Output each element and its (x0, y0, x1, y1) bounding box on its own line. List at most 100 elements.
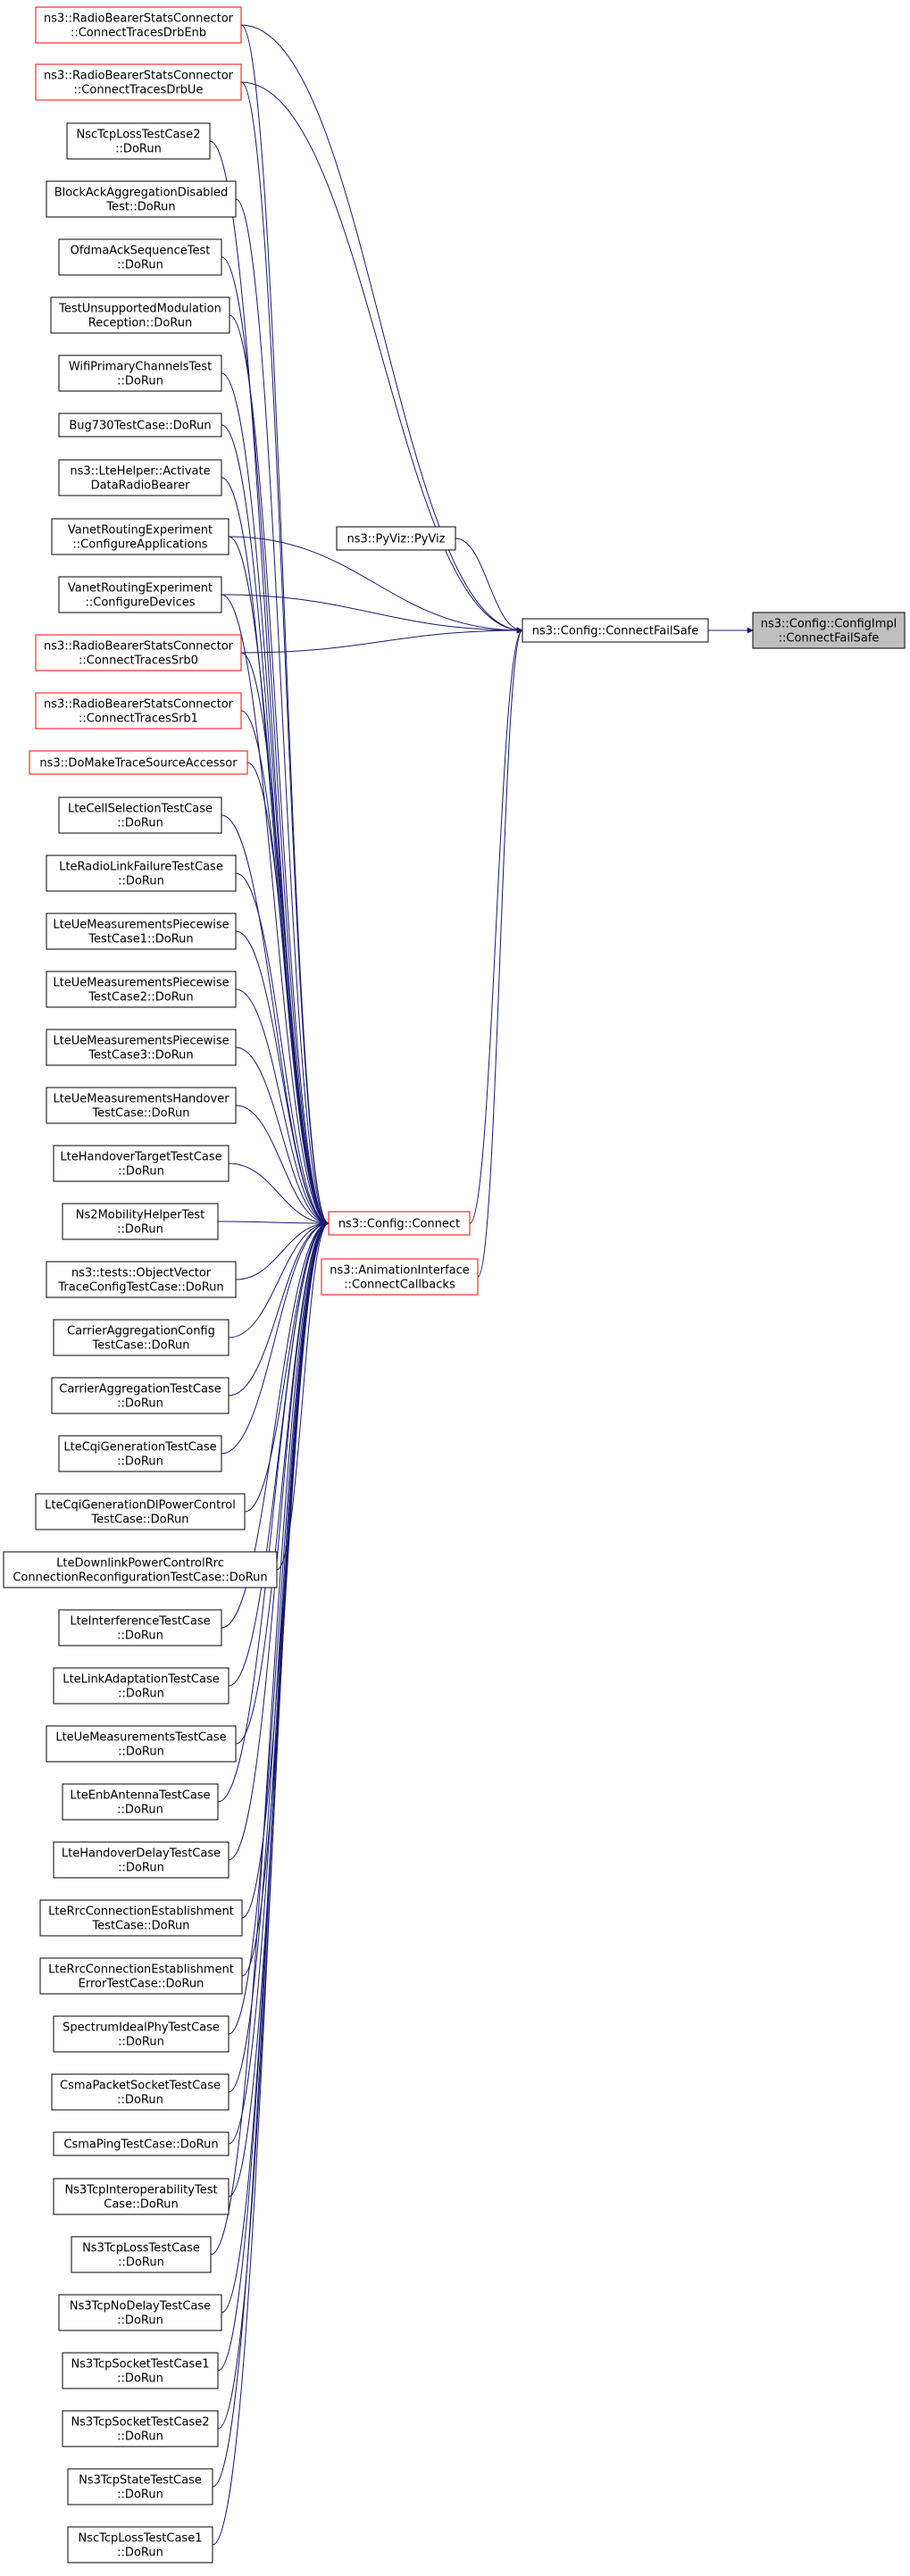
node-box (62, 2352, 219, 2389)
node-lte-cqi-dl[interactable]: LteCqiGenerationDlPowerControlTestCase::… (35, 1493, 246, 1530)
node-label: Ns3TcpInteroperabilityTest (64, 2184, 217, 2197)
node-object-vector[interactable]: ns3::tests::ObjectVectorTraceConfigTestC… (46, 1261, 237, 1298)
edge-lte_ho_delay-to-config_connect (228, 1220, 330, 1861)
node-lte-interference[interactable]: LteInterferenceTestCase::DoRun (58, 1609, 222, 1646)
node-config-connect[interactable]: ns3::Config::Connect (328, 1211, 471, 1236)
edge-lte_ue_meas-to-config_connect (235, 1220, 330, 1745)
node-csma-packet-socket[interactable]: CsmaPacketSocketTestCase::DoRun (51, 2073, 230, 2111)
node-target[interactable]: ns3::Config::ConfigImpl::ConnectFailSafe (752, 612, 906, 649)
node-label: TestCase::DoRun (91, 1107, 189, 1121)
node-ns3tcp-loss[interactable]: Ns3TcpLossTestCase::DoRun (71, 2236, 212, 2273)
node-vanet-devices[interactable]: VanetRoutingExperiment::ConfigureDevices (58, 576, 222, 613)
node-ns3tcp-state[interactable]: Ns3TcpStateTestCase::DoRun (67, 2468, 213, 2505)
node-ns2-mobility[interactable]: Ns2MobilityHelperTest::DoRun (62, 1203, 219, 1240)
node-box (51, 1377, 230, 1414)
node-ofdma-ack[interactable]: OfdmaAckSequenceTest::DoRun (58, 238, 222, 276)
node-box (67, 2526, 213, 2563)
node-label: LteCqiGenerationDlPowerControl (45, 1499, 236, 1513)
node-label: LteInterferenceTestCase (70, 1615, 210, 1629)
node-box (62, 2410, 219, 2447)
node-label: OfdmaAckSequenceTest (71, 245, 211, 258)
node-vanet-apps[interactable]: VanetRoutingExperiment::ConfigureApplica… (51, 518, 230, 555)
node-label: LteUeMeasurementsHandover (53, 1093, 230, 1106)
node-animation-interface[interactable]: ns3::AnimationInterface::ConnectCallback… (321, 1258, 479, 1296)
node-connect-fail-safe[interactable]: ns3::Config::ConnectFailSafe (522, 618, 709, 643)
node-lte-ue-meas-pw3[interactable]: LteUeMeasurementsPiecewiseTestCase3::DoR… (46, 1029, 237, 1066)
edge-lte_ue_meas_pw2-to-config_connect (235, 988, 330, 1227)
node-label: ns3::LteHelper::Activate (70, 465, 210, 479)
node-label: LteEnbAntennaTestCase (70, 1789, 210, 1803)
node-do-make-trace[interactable]: ns3::DoMakeTraceSourceAccessor (29, 750, 248, 775)
node-label: ::ConfigureApplications (72, 538, 207, 552)
node-box (46, 971, 237, 1008)
node-ns3tcp-socket2[interactable]: Ns3TcpSocketTestCase2::DoRun (62, 2410, 219, 2447)
node-label: ::ConnectTracesSrb0 (79, 654, 198, 668)
edge-animation_interface-to-connect_fail_safe (477, 627, 523, 1278)
edge-ofdma_ack-to-config_connect (221, 256, 330, 1227)
node-box (53, 1145, 230, 1182)
node-label: ns3::DoMakeTraceSourceAccessor (39, 757, 238, 771)
node-lte-rrc-est-err[interactable]: LteRrcConnectionEstablishmentErrorTestCa… (39, 1957, 243, 1995)
node-lte-rrc-est[interactable]: LteRrcConnectionEstablishmentTestCase::D… (39, 1899, 243, 1937)
node-box (66, 122, 211, 160)
node-box (51, 518, 230, 555)
node-box (58, 1609, 222, 1646)
node-label: ::DoRun (117, 817, 163, 830)
node-label: TestCase3::DoRun (88, 1049, 193, 1063)
edge-lte_link_adapt-to-config_connect (228, 1220, 330, 1687)
node-lte-ue-meas-pw2[interactable]: LteUeMeasurementsPiecewiseTestCase2::DoR… (46, 971, 237, 1008)
node-label: ::DoRun (118, 1688, 164, 1701)
node-lte-link-adapt[interactable]: LteLinkAdaptationTestCase::DoRun (53, 1667, 230, 1705)
node-test-unsupported-mod[interactable]: TestUnsupportedModulationReception::DoRu… (50, 296, 230, 334)
edge-ca_test-to-config_connect (228, 1220, 330, 1396)
node-ca-test[interactable]: CarrierAggregationTestCase::DoRun (51, 1377, 230, 1414)
node-pyviz[interactable]: ns3::PyViz::PyViz (336, 526, 456, 551)
node-lte-ho-target[interactable]: LteHandoverTargetTestCase::DoRun (53, 1145, 230, 1182)
node-label: ::DoRun (117, 1223, 163, 1237)
edge-lte_ho_target-to-config_connect (228, 1163, 330, 1227)
node-rbsc-drb-enb[interactable]: ns3::RadioBearerStatsConnector::ConnectT… (35, 6, 242, 44)
node-box (46, 854, 237, 892)
node-rbsc-srb1[interactable]: ns3::RadioBearerStatsConnector::ConnectT… (35, 692, 242, 729)
node-label: VanetRoutingExperiment (68, 582, 213, 596)
node-label: Ns3TcpLossTestCase (82, 2242, 200, 2255)
node-box (58, 413, 222, 438)
node-label: CsmaPingTestCase::DoRun (63, 2138, 218, 2152)
node-label: LteRrcConnectionEstablishment (48, 1905, 234, 1919)
edge-ns3tcp_state-to-config_connect (212, 1220, 330, 2488)
node-lte-ue-meas[interactable]: LteUeMeasurementsTestCase::DoRun (46, 1725, 237, 1763)
node-nsc-tcp-loss-2[interactable]: NscTcpLossTestCase2::DoRun (66, 122, 211, 160)
node-bug730[interactable]: Bug730TestCase::DoRun (58, 413, 222, 438)
node-csma-ping[interactable]: CsmaPingTestCase::DoRun (53, 2131, 230, 2156)
node-lte-cqi[interactable]: LteCqiGenerationTestCase::DoRun (58, 1435, 222, 1472)
node-wifi-primary[interactable]: WifiPrimaryChannelsTest::DoRun (58, 354, 222, 392)
node-label: Case::DoRun (104, 2198, 178, 2212)
node-label: ::DoRun (115, 143, 162, 156)
node-box (336, 526, 456, 551)
node-rbsc-drb-ue[interactable]: ns3::RadioBearerStatsConnector::ConnectT… (35, 63, 242, 101)
node-lte-enb-antenna[interactable]: LteEnbAntennaTestCase::DoRun (62, 1783, 219, 1821)
node-lte-dl-pc-rrc[interactable]: LteDownlinkPowerControlRrcConnectionReco… (3, 1551, 278, 1588)
node-label: ::DoRun (117, 375, 163, 388)
node-label: Test::DoRun (105, 201, 175, 214)
node-lte-ho-delay[interactable]: LteHandoverDelayTestCase::DoRun (53, 1841, 230, 1879)
node-rbsc-srb0[interactable]: ns3::RadioBearerStatsConnector::ConnectT… (35, 634, 242, 671)
node-lte-cell-selection[interactable]: LteCellSelectionTestCase::DoRun (58, 796, 222, 834)
node-spectrum-ideal[interactable]: SpectrumIdealPhyTestCase::DoRun (53, 2015, 230, 2053)
node-ns3tcp-socket1[interactable]: Ns3TcpSocketTestCase1::DoRun (62, 2352, 219, 2389)
node-label: ns3::RadioBearerStatsConnector (44, 640, 234, 654)
node-ns3tcp-nodelay[interactable]: Ns3TcpNoDelayTestCase::DoRun (58, 2294, 222, 2331)
node-box (3, 1551, 278, 1588)
node-lte-rlf[interactable]: LteRadioLinkFailureTestCase::DoRun (46, 854, 237, 892)
node-label: LteHandoverTargetTestCase (60, 1151, 221, 1164)
node-nsc-tcp-loss-1[interactable]: NscTcpLossTestCase1::DoRun (67, 2526, 213, 2563)
node-label: ns3::tests::ObjectVector (71, 1267, 212, 1280)
node-label: ns3::AnimationInterface (330, 1264, 470, 1278)
node-label: Ns3TcpSocketTestCase1 (71, 2358, 209, 2372)
node-lte-ue-meas-pw1[interactable]: LteUeMeasurementsPiecewiseTestCase1::DoR… (46, 913, 237, 950)
